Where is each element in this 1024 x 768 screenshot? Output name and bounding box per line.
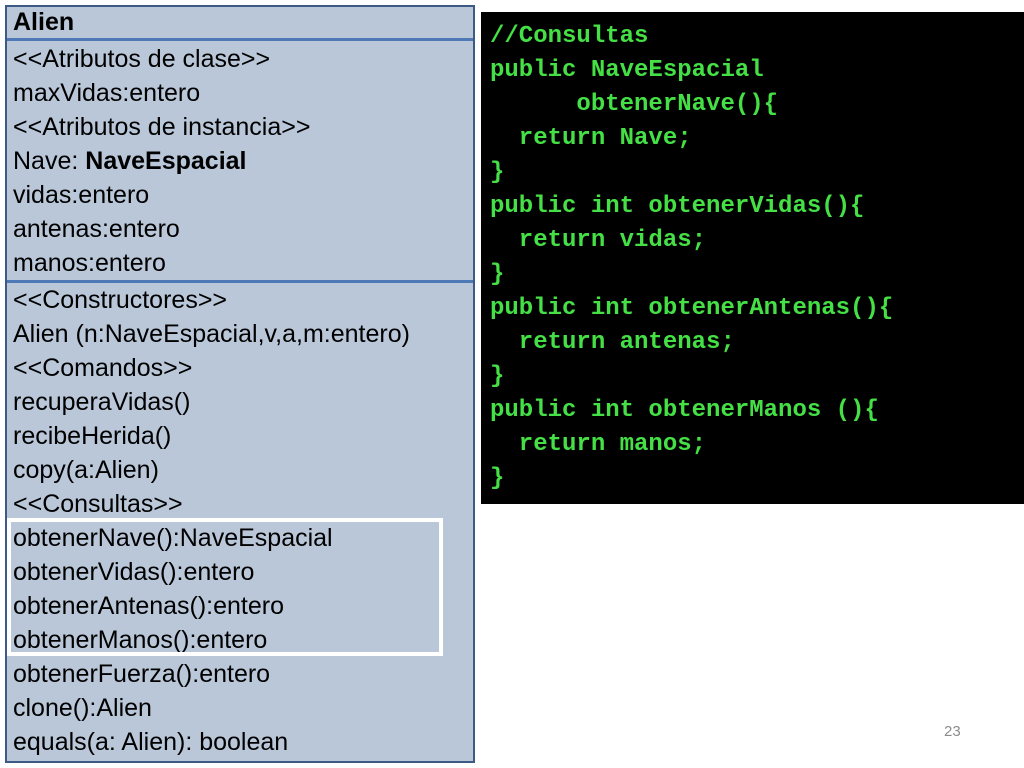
code-line: public int obtenerVidas(){ [490,193,865,220]
attributes-section: <<Atributos de clase>> maxVidas:entero <… [7,41,473,283]
class-name: Alien [7,7,473,41]
class-attributes-header: <<Atributos de clase>> [13,45,271,73]
code-line: public NaveEspacial [490,57,764,84]
attribute-vidas: vidas:entero [13,181,150,209]
attribute-antenas: antenas:entero [13,215,180,243]
code-line: public int obtenerAntenas(){ [490,295,894,322]
attribute-manos: manos:entero [13,249,166,277]
commands-header: <<Comandos>> [13,354,193,382]
code-line: obtenerNave(){ [490,91,779,118]
operation-obtener-manos: obtenerManos():entero [13,626,268,654]
code-line: } [490,465,505,492]
code-line: } [490,363,505,390]
attribute-nave-label: Nave: [13,147,86,175]
queries-header: <<Consultas>> [13,490,183,518]
code-panel: //Consultas public NaveEspacial obtenerN… [481,12,1024,504]
operation-obtener-vidas: obtenerVidas():entero [13,558,255,586]
instance-attributes-header: <<Atributos de instancia>> [13,113,311,141]
attribute-nave: Nave: NaveEspacial [7,144,473,178]
operation-recupera-vidas: recuperaVidas() [13,388,191,416]
page-number: 23 [944,723,961,740]
operation-obtener-antenas: obtenerAntenas():entero [13,592,285,620]
attribute-max-vidas: maxVidas:entero [13,79,201,107]
code-line: } [490,159,505,186]
code-line: return antenas; [490,329,735,356]
code-line: } [490,261,505,288]
operations-section: <<Constructores>> Alien (n:NaveEspacial,… [7,283,473,759]
code-line: return vidas; [490,227,707,254]
code-line: return Nave; [490,125,692,152]
constructor-alien: Alien (n:NaveEspacial,v,a,m:entero) [13,320,410,348]
operation-obtener-nave: obtenerNave():NaveEspacial [13,524,333,552]
operation-equals: equals(a: Alien): boolean [13,728,289,756]
operation-recibe-herida: recibeHerida() [13,422,172,450]
operation-obtener-fuerza: obtenerFuerza():entero [13,660,271,688]
operation-clone: clone():Alien [13,694,152,722]
code-line: //Consultas [490,23,649,50]
code-line: return manos; [490,431,707,458]
uml-class-box: Alien <<Atributos de clase>> maxVidas:en… [5,5,475,763]
operation-copy: copy(a:Alien) [13,456,159,484]
attribute-nave-type: NaveEspacial [85,147,247,175]
constructors-header: <<Constructores>> [13,286,228,314]
code-line: public int obtenerManos (){ [490,397,879,424]
